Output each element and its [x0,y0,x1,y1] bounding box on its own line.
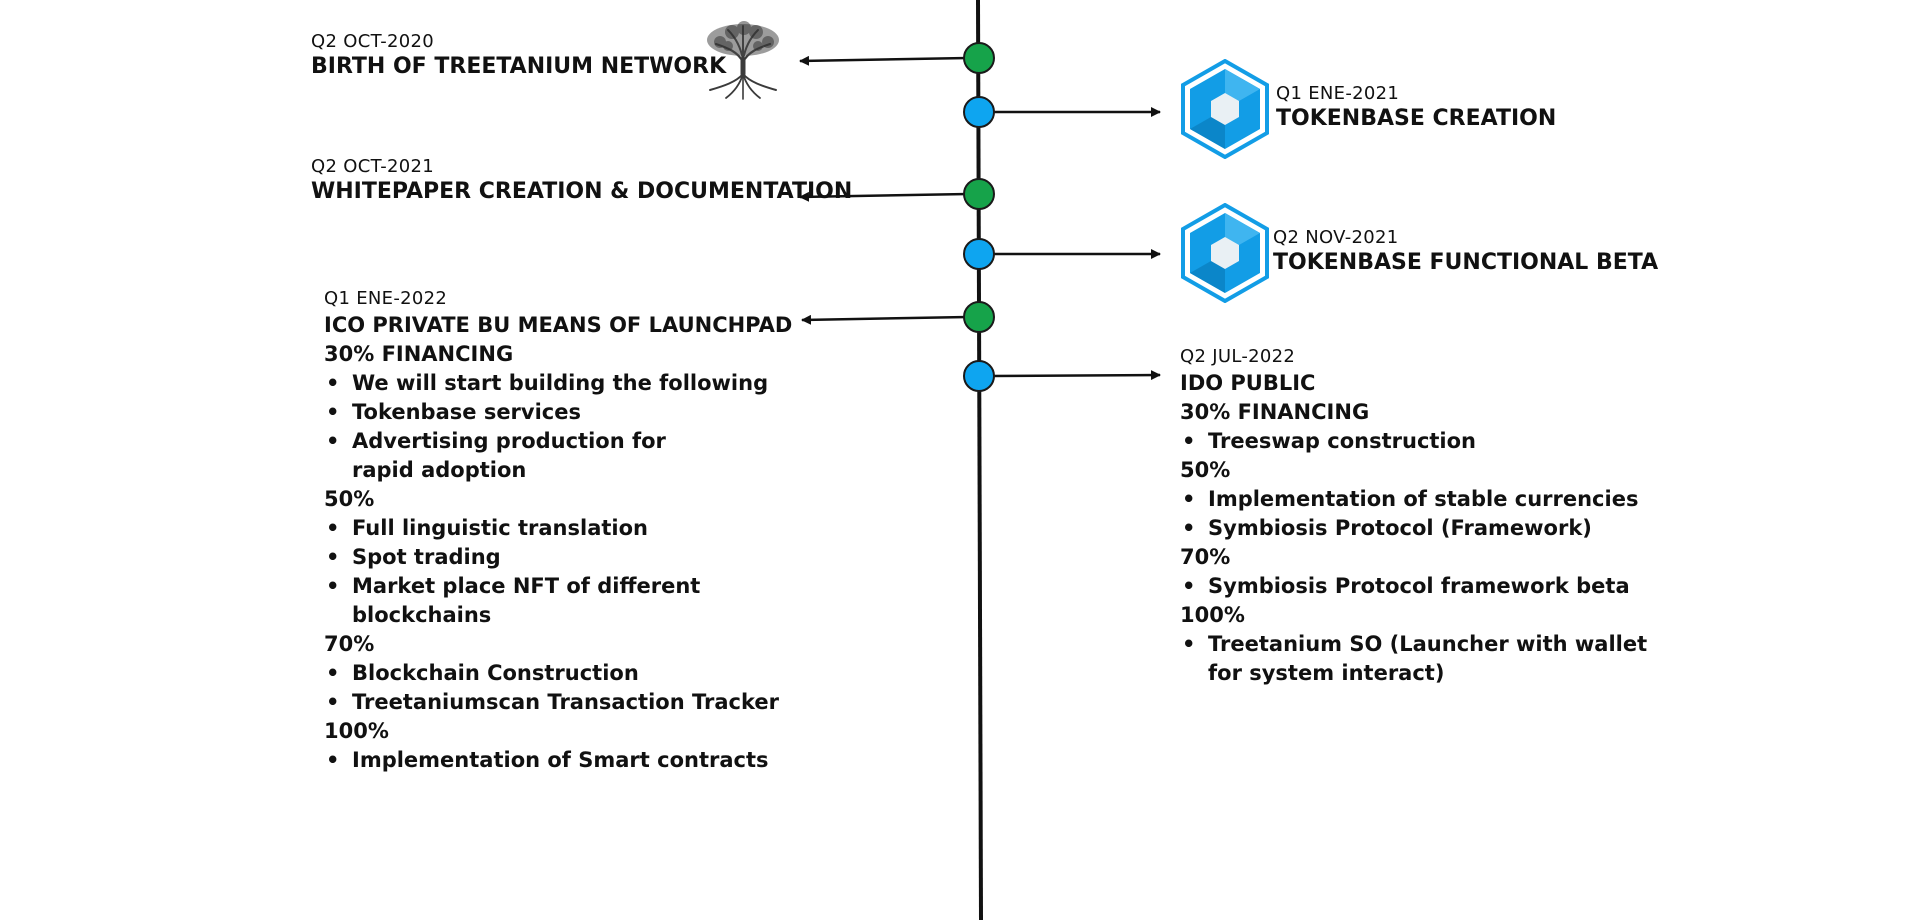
ido-section-30: 30% FINANCING Treeswap construction [1180,398,1660,456]
list-item: We will start building the following [324,369,794,398]
timeline-node [963,238,995,270]
timeline-node [963,42,995,74]
section-heading: 30% FINANCING [1180,400,1370,424]
section-heading: 70% [324,632,375,656]
timeline-node [963,178,995,210]
milestone-period: Q2 NOV-2021 [1273,227,1399,248]
list-item: Implementation of stable currencies [1180,485,1660,514]
milestone-title: TOKENBASE CREATION [1276,106,1557,131]
list-item: Treetanium SO (Launcher with wallet for … [1180,630,1668,688]
ico-section-50: 50% Full linguistic translation Spot tra… [324,485,794,630]
ico-period: Q1 ENE-2022 [324,288,448,309]
section-heading: 100% [324,719,389,743]
ido-period: Q2 JUL-2022 [1180,346,1296,367]
milestone-title: BIRTH OF TREETANIUM NETWORK [311,54,727,79]
tree-icon [698,16,788,100]
ico-block: Q1 ENE-2022 ICO PRIVATE BU MEANS OF LAUN… [324,287,794,775]
list-item: Full linguistic translation [324,514,794,543]
timeline-node [963,360,995,392]
list-item: Spot trading [324,543,794,572]
milestone-2021-tokenbase-text: Q1 ENE-2021 TOKENBASE CREATION [1276,83,1556,131]
list-item: Symbiosis Protocol (Framework) [1180,514,1660,543]
ido-section-70: 70% Symbiosis Protocol framework beta [1180,543,1660,601]
milestone-title: WHITEPAPER CREATION & DOCUMENTATION [311,179,853,204]
ico-section-30: 30% FINANCING We will start building the… [324,340,794,485]
ido-block: Q2 JUL-2022 IDO PUBLIC 30% FINANCING Tre… [1180,345,1660,688]
section-heading: 100% [1180,603,1245,627]
milestone-period: Q1 ENE-2021 [1276,83,1400,104]
list-item: Market place NFT of different blockchain… [324,572,712,630]
timeline-node [963,301,995,333]
connector-arrow [799,55,969,66]
milestone-2020-text: Q2 OCT-2020 BIRTH OF TREETANIUM NETWORK [311,31,726,79]
list-item: Treeswap construction [1180,427,1660,456]
milestone-period: Q2 OCT-2021 [311,156,435,177]
connector-arrow [989,370,1161,381]
list-item: Advertising production for rapid adoptio… [324,427,712,485]
section-heading: 50% [324,487,375,511]
connector-arrow [799,191,969,202]
section-heading: 50% [1180,458,1231,482]
ico-section-70: 70% Blockchain Construction Treetaniumsc… [324,630,794,717]
list-item: Symbiosis Protocol framework beta [1180,572,1660,601]
ido-title: IDO PUBLIC [1180,371,1316,395]
ido-section-100: 100% Treetanium SO (Launcher with wallet… [1180,601,1660,688]
section-heading: 70% [1180,545,1231,569]
milestone-beta-text: Q2 NOV-2021 TOKENBASE FUNCTIONAL BETA [1273,227,1658,275]
ido-section-50: 50% Implementation of stable currencies … [1180,456,1660,543]
section-heading: 30% FINANCING [324,342,514,366]
list-item: Treetaniumscan Transaction Tracker [324,688,794,717]
milestone-title: TOKENBASE FUNCTIONAL BETA [1273,250,1659,275]
timeline-spine [976,0,983,920]
hexagon-logo-icon [1180,59,1270,159]
list-item: Blockchain Construction [324,659,794,688]
list-item: Tokenbase services [324,398,794,427]
ico-section-100: 100% Implementation of Smart contracts [324,717,794,775]
milestone-period: Q2 OCT-2020 [311,31,435,52]
hexagon-logo-icon [1180,203,1270,303]
connector-arrow [801,314,969,325]
milestone-whitepaper-text: Q2 OCT-2021 WHITEPAPER CREATION & DOCUME… [311,156,852,204]
list-item: Implementation of Smart contracts [324,746,794,775]
timeline-node [963,96,995,128]
ico-title: ICO PRIVATE BU MEANS OF LAUNCHPAD [324,313,793,337]
